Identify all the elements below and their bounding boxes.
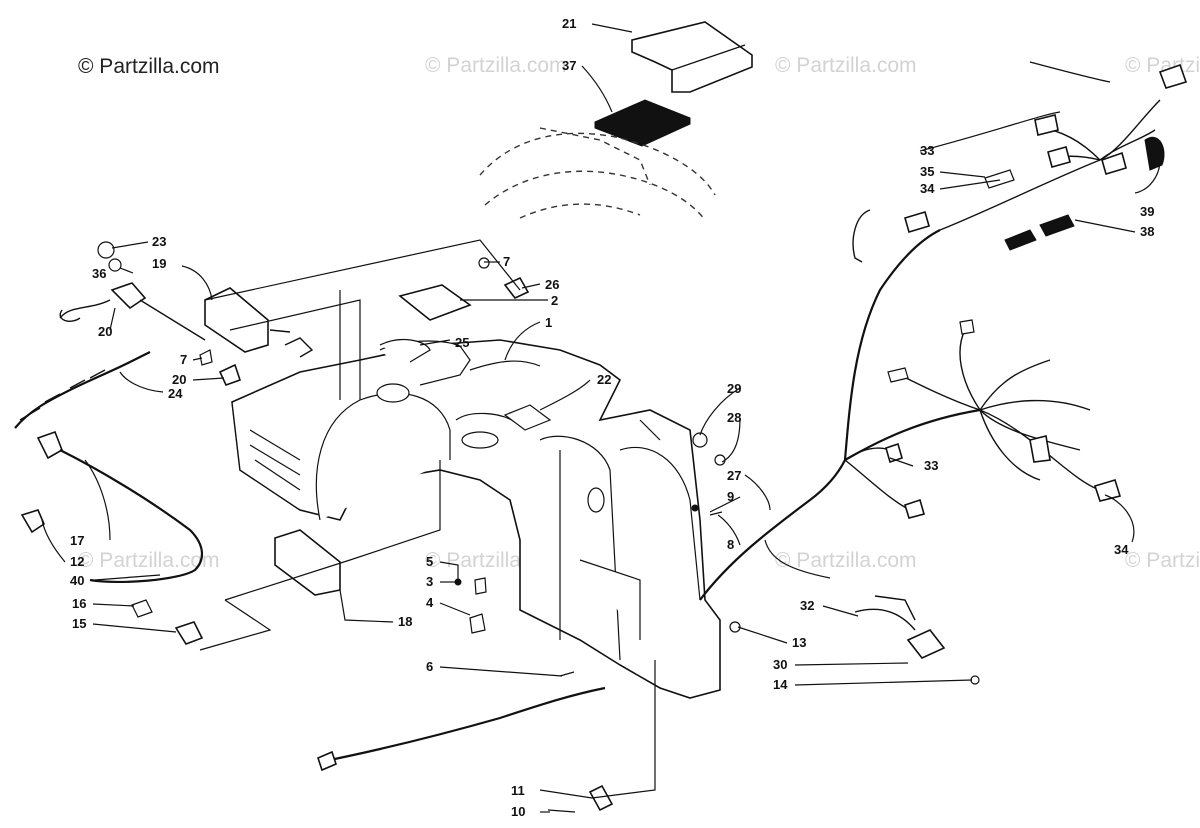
callout-29: 29: [727, 381, 741, 396]
callout-13: 13: [792, 635, 806, 650]
callout-20: 20: [98, 324, 112, 339]
part-25-clip: [379, 338, 431, 363]
main-harness: [699, 229, 941, 601]
part-1-console: [231, 339, 721, 699]
dashed-seat-outline: [479, 132, 716, 196]
callout-35: 35: [920, 164, 934, 179]
part-9-nut: [691, 504, 699, 512]
part-33-lead: [852, 209, 871, 263]
part-12-clip: [20, 509, 45, 534]
callout-4: 4: [426, 595, 434, 610]
part-2-bracket: [398, 284, 472, 321]
callout-36: 36: [92, 266, 106, 281]
callout-33: 33: [920, 143, 934, 158]
callout-9: 9: [727, 489, 734, 504]
callout-21: 21: [562, 16, 576, 31]
callout-16: 16: [72, 596, 86, 611]
callout-33: 33: [924, 458, 938, 473]
callout-22: 22: [597, 372, 611, 387]
callout-7: 7: [503, 254, 510, 269]
callout-18: 18: [398, 614, 412, 629]
part-17-lever: [36, 430, 63, 460]
watermark: © Partzilla.com: [775, 549, 917, 572]
part-37-grille: [594, 99, 691, 147]
part-26-switch: [503, 276, 530, 299]
watermark: © Partzilla.com: [425, 54, 567, 77]
part-32-wire: [854, 608, 916, 631]
part-23-knob: [97, 241, 115, 259]
part-8-screw: [709, 511, 723, 516]
callout-28: 28: [727, 410, 741, 425]
callout-25: 25: [455, 335, 469, 350]
part-20-switch-b: [218, 363, 242, 386]
part-20-switch: [110, 282, 147, 310]
callout-10: 10: [511, 804, 525, 819]
part-18-panel: [274, 529, 341, 596]
part-22-clip: [503, 404, 552, 431]
callout-5: 5: [426, 554, 433, 569]
callout-12: 12: [70, 554, 84, 569]
callout-17: 17: [70, 533, 84, 548]
callout-15: 15: [72, 616, 86, 631]
part-11-clip: [588, 784, 614, 812]
part-10-screw: [547, 809, 576, 813]
watermark: © Partzilla.com: [1125, 549, 1200, 572]
part-21-plate: [631, 21, 753, 93]
part-15-switch: [174, 621, 204, 645]
seat-area: [479, 21, 753, 221]
callout-32: 32: [800, 598, 814, 613]
callout-27: 27: [727, 468, 741, 483]
callout-7: 7: [180, 352, 187, 367]
part-6-screw: [559, 671, 575, 677]
callout-20: 20: [172, 372, 186, 387]
part-40-cable: [59, 449, 203, 584]
callout-37: 37: [562, 58, 576, 73]
part-4-bracket: [469, 613, 486, 634]
callout-34: 34: [1114, 542, 1129, 557]
callout-14: 14: [773, 677, 788, 692]
part-13-grommet: [729, 621, 741, 633]
callout-23: 23: [152, 234, 166, 249]
callout-1: 1: [545, 315, 552, 330]
part-38-fuse: [1004, 229, 1037, 251]
callout-3: 3: [426, 574, 433, 589]
leader-lines: [41, 23, 1161, 813]
ground-cable: [319, 686, 606, 764]
callout-30: 30: [773, 657, 787, 672]
part-19-panel: [204, 287, 269, 353]
callout-38: 38: [1140, 224, 1154, 239]
harness-lead: [1029, 61, 1111, 83]
callout-26: 26: [545, 277, 559, 292]
part-14-nut: [970, 675, 980, 685]
callout-6: 6: [426, 659, 433, 674]
part-29-washer: [692, 432, 708, 448]
part-36-nut: [108, 258, 122, 272]
part-7-nut-b: [478, 257, 490, 269]
watermark: © Partzilla.com: [775, 54, 917, 77]
part-16-switch: [131, 599, 153, 618]
callout-19: 19: [152, 256, 166, 271]
callout-11: 11: [511, 783, 525, 798]
part-5-clip: [474, 577, 487, 595]
console-body: [231, 339, 721, 699]
part-28-nut: [714, 454, 726, 466]
part-7-nut: [199, 349, 213, 366]
part-24-cable: [14, 351, 151, 429]
part-34-connector: [984, 169, 1015, 189]
callout-labels: 21 37 23 19 36 20 7 20 24 7 26 2 1 25 22…: [70, 16, 1154, 819]
callout-40: 40: [70, 573, 84, 588]
callout-24: 24: [168, 386, 183, 401]
wiring-harness: [699, 61, 1188, 601]
callout-39: 39: [1140, 204, 1154, 219]
callout-34: 34: [920, 181, 935, 196]
copyright-main: © Partzilla.com: [78, 55, 220, 78]
watermark: © Partzilla.com: [78, 549, 220, 572]
part-30-relay: [906, 629, 946, 659]
callout-8: 8: [727, 537, 734, 552]
part-39-boot: [1144, 137, 1165, 171]
left-parts: [14, 241, 980, 813]
callout-2: 2: [551, 293, 558, 308]
